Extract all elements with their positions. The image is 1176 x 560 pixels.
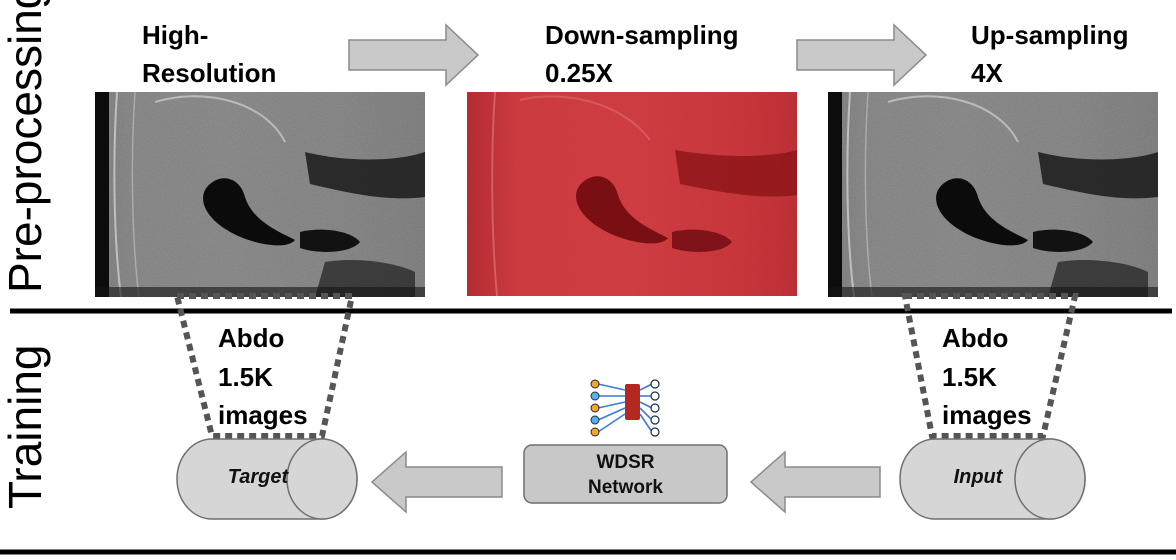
target-cylinder	[176, 438, 358, 520]
input-dotted-outline	[901, 293, 1079, 439]
input-cylinder-label: Input	[953, 466, 1003, 488]
network-label-line2: Network	[588, 477, 663, 498]
arrow-right-2	[796, 23, 928, 87]
section-label-preprocessing: Pre-processing	[0, 0, 51, 293]
down-sampling-label-line2: 0.25X	[545, 58, 613, 88]
target-dotted-outline	[173, 293, 356, 439]
target-dataset-line2: 1.5K	[218, 362, 273, 392]
down-sampling-label-line1: Down-sampling	[545, 20, 739, 50]
arrow-left-1	[370, 450, 503, 514]
high-resolution-image	[95, 92, 425, 297]
wdsr-network-box	[523, 444, 728, 504]
up-sampling-label-line1: Up-sampling	[971, 20, 1129, 50]
high-resolution-label-line2: Resolution	[142, 58, 277, 88]
input-dataset-line1: Abdo	[942, 323, 1009, 353]
arrow-right-1	[348, 23, 480, 87]
network-label-line1: WDSR	[596, 452, 655, 473]
section-label-training: Training	[0, 344, 51, 509]
down-sampled-image	[467, 91, 797, 297]
neural-network-icon	[590, 379, 660, 437]
up-sampling-label-line2: 4X	[971, 58, 1003, 88]
up-sampled-image	[828, 92, 1158, 297]
target-cylinder-label: Target	[227, 466, 289, 488]
target-dataset-line1: Abdo	[218, 323, 285, 353]
input-dataset-line2: 1.5K	[942, 362, 997, 392]
input-cylinder	[899, 438, 1086, 520]
high-resolution-label-line1: High-	[142, 20, 209, 50]
arrow-left-2	[749, 450, 881, 514]
target-dataset-line3: images	[218, 400, 308, 430]
input-dataset-line3: images	[942, 400, 1032, 430]
